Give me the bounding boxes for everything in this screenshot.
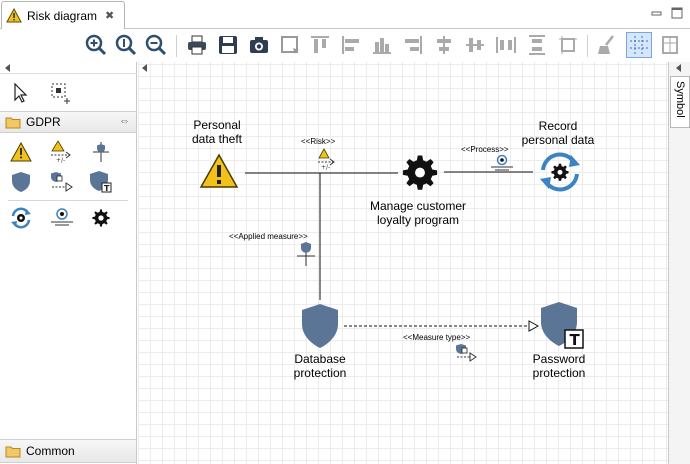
pin-icon[interactable]: ⇔ (119, 115, 130, 127)
zoom-in-icon[interactable] (83, 32, 109, 58)
risk-warning-icon[interactable] (199, 153, 239, 189)
tab-symbol-label: Symbol (674, 81, 686, 118)
chevron-left-icon[interactable] (676, 64, 682, 72)
snap-to-grid-icon[interactable] (626, 32, 652, 58)
tab-risk-diagram[interactable]: Risk diagram ✖ (1, 1, 125, 29)
process-cycle-icon[interactable] (8, 205, 34, 231)
measure-type-relation-icon[interactable] (49, 169, 75, 195)
measure-type-shield-icon[interactable]: T (88, 169, 114, 195)
risk-node-label: Personal data theft (191, 118, 243, 146)
process-stereotype: <<Process>> (461, 145, 509, 154)
palette-panel: GDPR ⇔ +/- T Common (0, 62, 137, 464)
svg-text:T: T (570, 331, 581, 349)
drawer-common-label: Common (26, 444, 75, 458)
zoom-actual-icon[interactable] (113, 32, 139, 58)
risk-stereotype: <<Risk>> (301, 137, 336, 146)
align-center-icon[interactable] (431, 32, 457, 58)
align-top-icon[interactable] (307, 32, 333, 58)
activity-node-label: Manage customer loyalty program (369, 199, 467, 227)
canvas-ruler-collapse[interactable] (138, 62, 668, 74)
applied-measure-relation-icon (297, 242, 315, 266)
folder-icon (5, 446, 21, 457)
applied-measure-stereotype: <<Applied measure>> (229, 232, 308, 241)
camera-icon[interactable] (246, 32, 272, 58)
align-right-icon[interactable] (400, 32, 426, 58)
select-arrow-icon[interactable] (8, 80, 34, 106)
side-panel: Symbol (668, 62, 690, 464)
chevron-left-icon (5, 64, 10, 72)
palette-collapse[interactable] (0, 62, 137, 74)
minimize-icon[interactable] (650, 6, 664, 20)
arrowhead-icon (528, 320, 540, 332)
measure-type-stereotype: <<Measure type>> (403, 333, 471, 342)
tab-title: Risk diagram (27, 8, 98, 23)
svg-text:+/-: +/- (321, 164, 330, 171)
drawer-common[interactable]: Common (0, 439, 136, 463)
measure-shield-icon[interactable] (8, 169, 34, 195)
risk-relation-icon[interactable]: +/- (49, 139, 75, 165)
svg-text:+/-: +/- (56, 157, 65, 164)
clean-icon[interactable] (594, 32, 620, 58)
drawer-gdpr[interactable]: GDPR ⇔ (0, 111, 136, 133)
diagram-canvas[interactable]: <<Risk>> +/- <<Process>> <<Applied measu… (138, 62, 668, 464)
drawer-gdpr-label: GDPR (26, 115, 61, 129)
toolbar-separator (176, 35, 177, 57)
warning-icon (6, 8, 22, 23)
save-icon[interactable] (215, 32, 241, 58)
align-middle-icon[interactable] (462, 32, 488, 58)
gear-icon[interactable] (88, 205, 114, 231)
align-left-icon[interactable] (338, 32, 364, 58)
process-relation-icon (491, 154, 513, 171)
measure-type-shield-icon[interactable]: T (539, 301, 587, 351)
distribute-horizontal-icon[interactable] (493, 32, 519, 58)
measure-node-label: Database protection (293, 352, 347, 380)
process-node-label: Record personal data (521, 119, 595, 147)
diagram-toolbar (0, 29, 690, 62)
chevron-left-icon (142, 64, 147, 72)
folder-icon (5, 117, 21, 128)
measure-type-relation-icon (456, 344, 477, 362)
risk-relation-icon: +/- (318, 148, 335, 171)
maximize-icon[interactable] (670, 6, 684, 20)
select-all-icon[interactable] (277, 32, 303, 58)
zoom-out-icon[interactable] (143, 32, 169, 58)
gear-icon[interactable] (402, 154, 438, 190)
measure-type-node-label: Password protection (532, 352, 586, 380)
toolbar-separator (587, 35, 588, 57)
svg-text:T: T (104, 184, 110, 193)
show-grid-icon[interactable] (658, 32, 684, 58)
print-icon[interactable] (184, 32, 210, 58)
match-size-icon[interactable] (555, 32, 581, 58)
risk-warning-icon[interactable] (8, 139, 34, 165)
align-bottom-icon[interactable] (369, 32, 395, 58)
measure-shield-icon[interactable] (300, 303, 340, 349)
process-relation-icon[interactable] (49, 205, 75, 231)
process-cycle-icon[interactable] (538, 150, 582, 194)
diagram-connections (245, 171, 540, 332)
close-icon[interactable]: ✖ (105, 10, 115, 22)
editor-tab-bar: Risk diagram ✖ (0, 0, 690, 29)
tab-symbol[interactable]: Symbol (670, 76, 690, 128)
palette-divider (8, 200, 128, 201)
marquee-select-icon[interactable] (48, 80, 74, 106)
distribute-vertical-icon[interactable] (524, 32, 550, 58)
applied-measure-relation-icon[interactable] (88, 139, 114, 165)
